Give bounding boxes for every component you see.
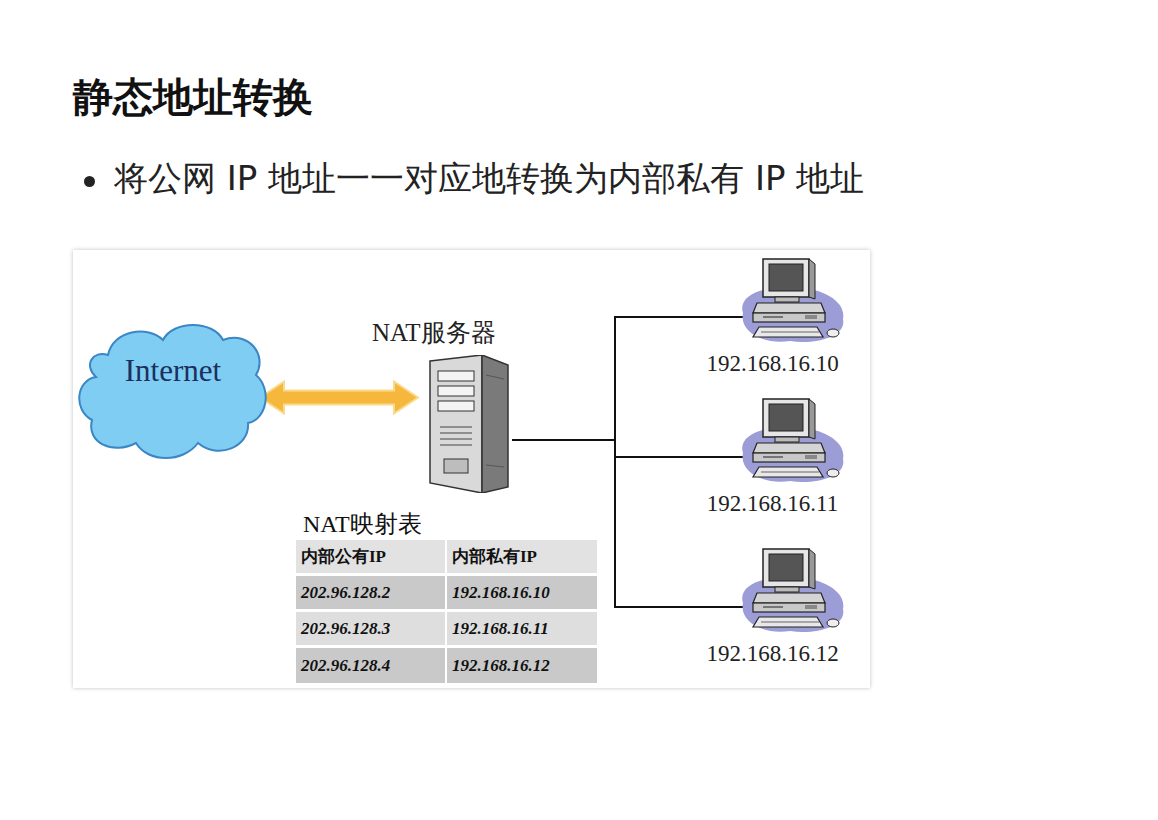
table-cell: 202.96.128.2 (296, 576, 445, 609)
table-header: 内部私有IP (447, 540, 597, 573)
computer-icon (735, 545, 850, 637)
internet-cloud: Internet (78, 315, 268, 465)
table-cell: 202.96.128.3 (296, 612, 445, 645)
server-label: NAT服务器 (372, 316, 522, 349)
table-header: 内部公有IP (296, 540, 445, 573)
network-wire (512, 440, 747, 457)
table-cell: 202.96.128.4 (296, 648, 445, 683)
slide-title: 静态地址转换 (73, 70, 313, 125)
bullet-text: 将公网 IP 地址一一对应地转换为内部私有 IP 地址 (114, 156, 864, 202)
bullet-dot (84, 176, 95, 187)
client-computer: 192.168.16.12 (690, 545, 855, 667)
ip-label: 192.168.16.10 (690, 351, 855, 377)
cloud-label: Internet (78, 353, 268, 389)
double-arrow (260, 382, 418, 414)
ip-label: 192.168.16.12 (690, 641, 855, 667)
client-computer: 192.168.16.10 (690, 255, 855, 377)
computer-icon (735, 255, 850, 347)
table-cell: 192.168.16.12 (447, 648, 597, 683)
cloud-shape (78, 315, 268, 465)
network-wire (512, 317, 747, 440)
nat-server: NAT服务器 (372, 316, 522, 493)
ip-label: 192.168.16.11 (690, 491, 855, 517)
client-computer: 192.168.16.11 (690, 395, 855, 517)
table-title: NAT映射表 (303, 508, 422, 540)
server-tower (420, 355, 512, 493)
table-cell: 192.168.16.10 (447, 576, 597, 609)
table-cell: 192.168.16.11 (447, 612, 597, 645)
computer-icon (735, 395, 850, 487)
